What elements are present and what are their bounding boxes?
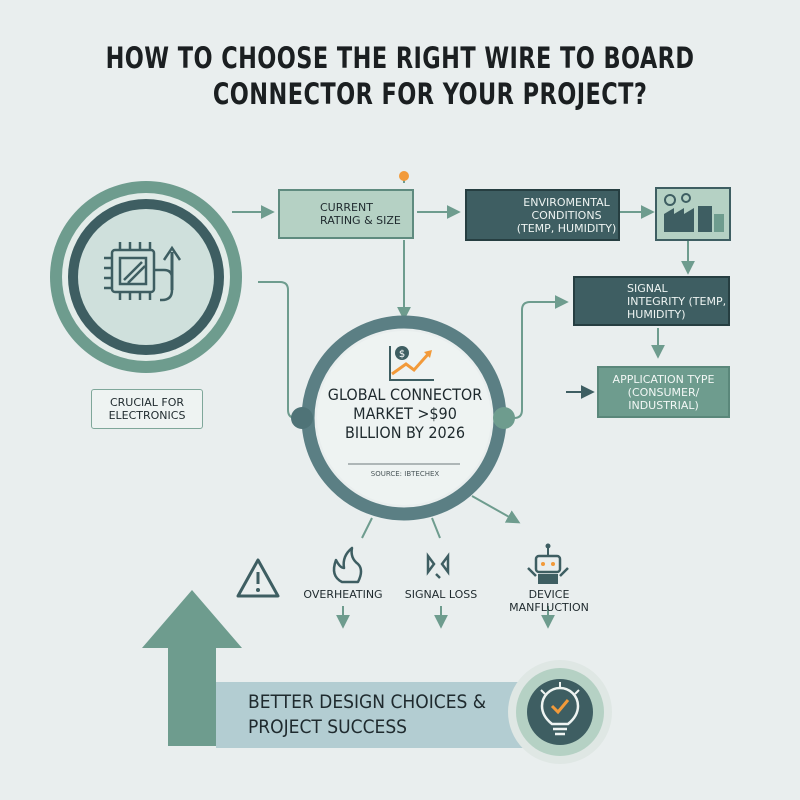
risk-signal-loss-label: SIGNAL LOSS bbox=[404, 588, 478, 601]
signal-loss-icon bbox=[426, 552, 450, 579]
page-title: HOW TO CHOOSE THE RIGHT WIRE TO BOARD CO… bbox=[0, 40, 800, 112]
title-line-1: HOW TO CHOOSE THE RIGHT WIRE TO BOARD bbox=[105, 41, 695, 75]
application-type-box: APPLICATION TYPE (CONSUMER/ INDUSTRIAL) bbox=[597, 366, 730, 418]
chip-icon bbox=[104, 242, 182, 302]
outcome-banner bbox=[216, 682, 560, 748]
svg-text:$: $ bbox=[399, 349, 405, 360]
application-type-label: APPLICATION TYPE (CONSUMER/ INDUSTRIAL) bbox=[612, 372, 715, 412]
title-line-2: CONNECTOR FOR YOUR PROJECT? bbox=[212, 77, 648, 111]
lightbulb-check-icon bbox=[508, 660, 612, 764]
signal-integrity-label: SIGNAL INTEGRITY (TEMP, HUMIDITY) bbox=[627, 281, 727, 321]
environmental-box: ENVIROMENTAL CONDITIONS (TEMP, HUMIDITY) bbox=[465, 189, 620, 241]
orange-dot bbox=[399, 171, 409, 181]
market-stat: GLOBAL CONNECTOR MARKET >$90 BILLION BY … bbox=[327, 385, 483, 442]
factory-icon bbox=[655, 187, 731, 241]
warning-icon bbox=[236, 558, 280, 598]
outcome-label: BETTER DESIGN CHOICES & PROJECT SUCCESS bbox=[248, 691, 487, 738]
flame-icon bbox=[332, 546, 363, 584]
crucial-caption: CRUCIAL FOR ELECTRONICS bbox=[91, 389, 203, 429]
current-rating-box: CURRENT RATING & SIZE bbox=[278, 189, 414, 239]
robot-icon bbox=[527, 543, 569, 584]
current-rating-label: CURRENT RATING & SIZE bbox=[320, 201, 401, 227]
growth-chart-icon: $ bbox=[389, 346, 434, 381]
center-ring bbox=[291, 315, 515, 521]
risk-overheating-label: OVERHEATING bbox=[303, 588, 383, 601]
risk-device-malfunction-label: DEVICE MANFLUCTION bbox=[509, 588, 589, 614]
market-source: SOURCE: IBTECHEX bbox=[370, 470, 440, 478]
environmental-label: ENVIROMENTAL CONDITIONS (TEMP, HUMIDITY) bbox=[516, 195, 617, 235]
signal-integrity-box: SIGNAL INTEGRITY (TEMP, HUMIDITY) bbox=[573, 276, 730, 326]
